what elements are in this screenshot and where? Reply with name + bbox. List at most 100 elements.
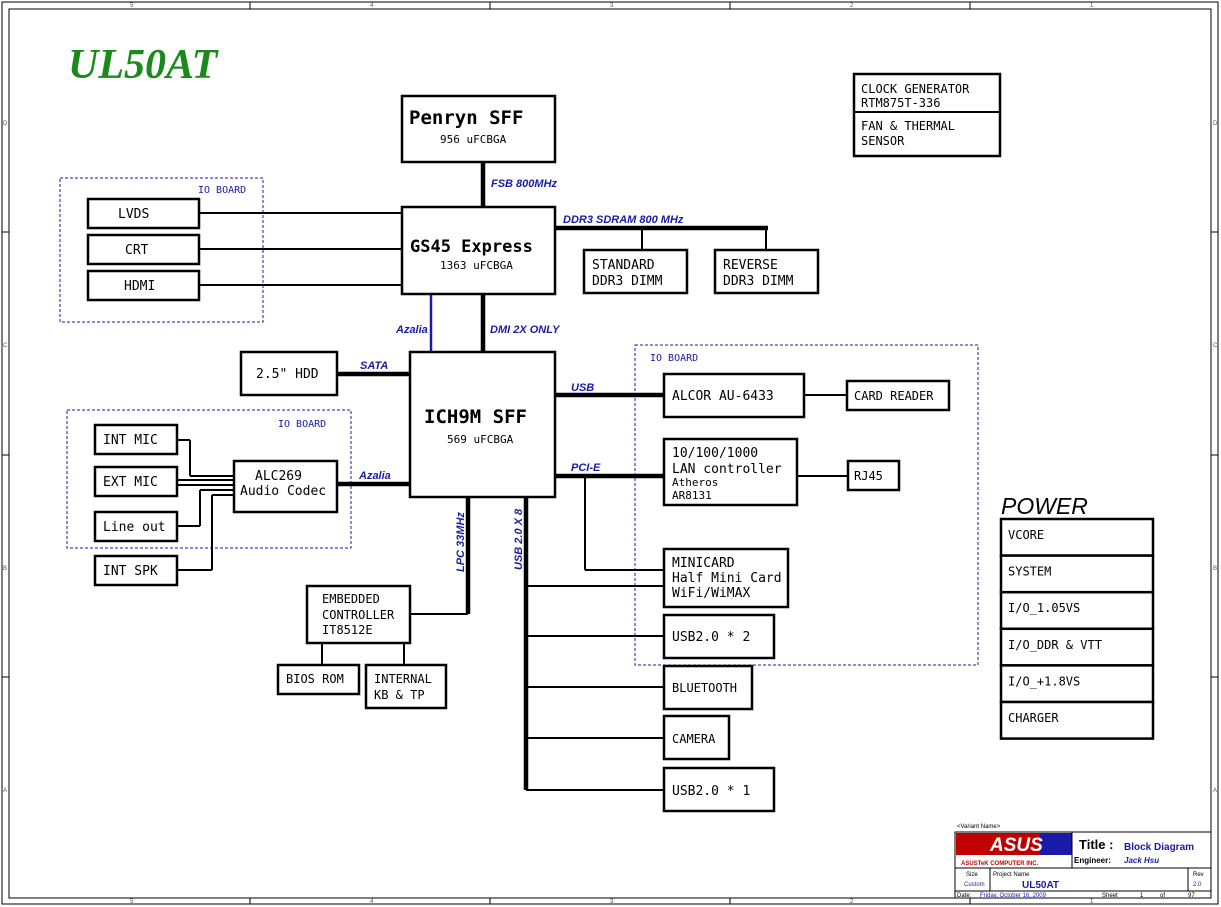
alcor-label: ALCOR AU-6433 <box>672 389 774 404</box>
frame-row-a-right: A <box>1213 788 1217 794</box>
frame-row-d-right: D <box>1213 121 1218 127</box>
title-block-rev-value: 2.0 <box>1193 882 1202 888</box>
minicard-line2: Half Mini Card <box>672 571 782 586</box>
ec-line2: CONTROLLER <box>322 608 395 622</box>
usb2x2-block: USB2.0 * 2 <box>662 613 776 660</box>
crt-label: CRT <box>125 243 149 258</box>
reverse-dimm-line1: REVERSE <box>723 258 778 273</box>
title-block-date-label: Date: <box>957 893 972 899</box>
frame-col-4-top: 4 <box>370 3 374 9</box>
bus-label-ddr3: DDR3 SDRAM 800 MHz <box>563 214 684 226</box>
power-item-box <box>999 627 1155 667</box>
standard-dimm-line2: DDR3 DIMM <box>592 274 663 289</box>
frame-col-5-top: 5 <box>130 3 134 9</box>
clock-fan-block: CLOCK GENERATOR RTM875T-336 FAN & THERMA… <box>852 72 1002 158</box>
rj45-label: RJ45 <box>854 469 883 483</box>
minicard-block: MINICARD Half Mini Card WiFi/WiMAX <box>662 547 790 609</box>
power-item-label: VCORE <box>1008 528 1044 542</box>
title-block-title-value: Block Diagram <box>1124 842 1194 853</box>
int-spk-label: INT SPK <box>103 564 158 579</box>
title-block-size-label: Size <box>966 872 978 878</box>
alcor-block: ALCOR AU-6433 <box>662 372 806 419</box>
bios-rom-block: BIOS ROM <box>276 663 361 696</box>
diagram-title: UL50AT <box>68 42 220 88</box>
audio-codec-line2: Audio Codec <box>240 484 326 499</box>
io-board-region-peripherals <box>634 344 979 666</box>
bus-label-azalia-codec: Azalia <box>358 470 391 482</box>
fan-thermal-line1: FAN & THERMAL <box>861 119 955 133</box>
ext-mic-block: EXT MIC <box>93 465 179 498</box>
ext-mic-label: EXT MIC <box>103 475 158 490</box>
bus-label-azalia-top: Azalia <box>395 324 428 336</box>
power-item-label: SYSTEM <box>1008 565 1051 579</box>
usb2x2-label: USB2.0 * 2 <box>672 630 750 645</box>
northbridge-block: GS45 Express 1363 uFCBGA <box>400 205 557 296</box>
southbridge-block: ICH9M SFF 569 uFCBGA <box>408 350 557 499</box>
frame-row-a-left: A <box>3 788 7 794</box>
line-out-block: Line out <box>93 510 179 543</box>
northbridge-package: 1363 uFCBGA <box>440 259 513 272</box>
bus-label-pcie: PCI-E <box>571 462 601 474</box>
southbridge-package: 569 uFCBGA <box>447 433 514 446</box>
hdmi-block: HDMI <box>86 269 201 302</box>
io-board-label-peripherals: IO BOARD <box>650 353 698 364</box>
title-block-engineer-value: Jack Hsu <box>1124 856 1159 865</box>
bus-label-fsb: FSB 800MHz <box>491 178 558 190</box>
lan-line2: LAN controller <box>672 462 782 477</box>
io-board-label-audio: IO BOARD <box>278 419 326 430</box>
lan-controller-block: 10/100/1000 LAN controller Atheros AR813… <box>662 437 799 507</box>
power-item-label: I/O_1.05VS <box>1008 601 1080 615</box>
frame-col-1-bottom: 1 <box>1090 899 1094 905</box>
title-block-sheet-value: 1 <box>1140 893 1144 899</box>
bus-label-dmi: DMI 2X ONLY <box>490 324 561 336</box>
title-block-variant: <Variant Name> <box>957 824 1001 830</box>
bus-label-usb20x8: USB 2.0 X 8 <box>513 508 525 570</box>
usb2x1-label: USB2.0 * 1 <box>672 784 750 799</box>
frame-col-4-bottom: 4 <box>370 899 374 905</box>
power-heading: POWER <box>1001 493 1088 519</box>
frame-col-1-top: 1 <box>1090 3 1094 9</box>
power-item-label: I/O_+1.8VS <box>1008 674 1080 688</box>
title-block-of-value: 97 <box>1188 893 1195 899</box>
bluetooth-block: BLUETOOTH <box>662 664 754 711</box>
bios-rom-label: BIOS ROM <box>286 672 344 686</box>
audio-codec-line1: ALC269 <box>255 469 302 484</box>
title-block-sheet-label: Sheet <box>1102 893 1118 899</box>
title-block-project-label: Project Name <box>993 872 1030 878</box>
asus-logo-blue <box>1040 833 1072 855</box>
title-block-rev-label: Rev <box>1193 872 1204 878</box>
io-board-region-audio <box>66 409 352 549</box>
frame-row-b-left: B <box>3 566 7 572</box>
lan-line3: Atheros <box>672 476 718 489</box>
lan-line4: AR8131 <box>672 489 712 502</box>
title-block-title-label: Title : <box>1079 837 1113 852</box>
camera-label: CAMERA <box>672 732 716 746</box>
frame-row-c-right: C <box>1213 343 1218 349</box>
cpu-package: 956 uFCBGA <box>440 133 507 146</box>
power-item-box <box>999 664 1155 704</box>
frame-col-2-bottom: 2 <box>850 899 854 905</box>
title-block: <Variant Name> ASUS ASUSTeK COMPUTER INC… <box>954 824 1212 899</box>
standard-dimm-block: STANDARD DDR3 DIMM <box>582 248 689 295</box>
internal-kb-line2: KB & TP <box>374 688 425 702</box>
lvds-block: LVDS <box>86 197 201 230</box>
frame-col-3-top: 3 <box>610 3 614 9</box>
fan-thermal-line2: SENSOR <box>861 134 905 148</box>
usb2x1-block: USB2.0 * 1 <box>662 766 776 813</box>
asus-logo: ASUS <box>989 835 1043 856</box>
frame-col-5-bottom: 5 <box>130 899 134 905</box>
minicard-line1: MINICARD <box>672 556 735 571</box>
clock-gen-line2: RTM875T-336 <box>861 96 940 110</box>
power-item-label: CHARGER <box>1008 711 1059 725</box>
reverse-dimm-block: REVERSE DDR3 DIMM <box>713 248 820 295</box>
power-item-box <box>999 700 1155 740</box>
ec-line1: EMBEDDED <box>322 592 380 606</box>
title-block-size-value: Custom <box>964 882 985 888</box>
cpu-block: Penryn SFF 956 uFCBGA <box>400 94 557 164</box>
cpu-name: Penryn SFF <box>409 107 523 129</box>
frame-row-d-left: D <box>3 121 8 127</box>
int-mic-label: INT MIC <box>103 433 158 448</box>
